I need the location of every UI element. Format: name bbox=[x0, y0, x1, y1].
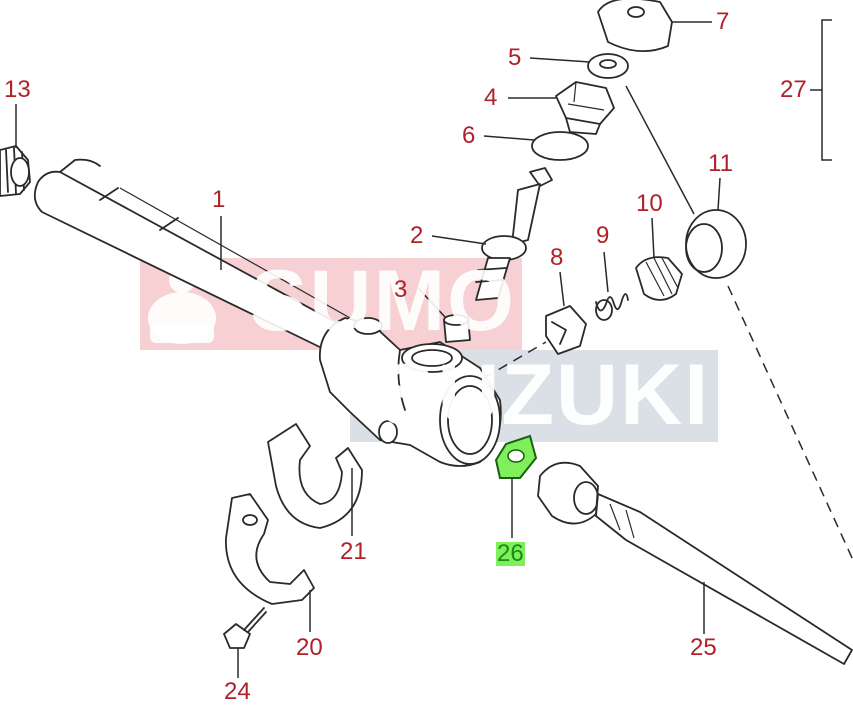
part-6-drawing bbox=[531, 131, 589, 161]
callout-3[interactable]: 3 bbox=[394, 276, 408, 303]
callout-20[interactable]: 20 bbox=[296, 634, 323, 661]
callout-27[interactable]: 27 bbox=[780, 76, 807, 103]
part-3-drawing bbox=[443, 314, 471, 343]
callout-24[interactable]: 24 bbox=[224, 678, 251, 705]
callout-25[interactable]: 25 bbox=[690, 634, 717, 661]
part-4-drawing bbox=[555, 81, 615, 135]
part-25-drawing bbox=[537, 461, 853, 665]
part-2-drawing bbox=[475, 167, 553, 301]
callout-5[interactable]: 5 bbox=[508, 44, 522, 71]
steering-gear-housing-drawing bbox=[319, 317, 502, 467]
callout-7[interactable]: 7 bbox=[716, 8, 730, 35]
part-1-drawing bbox=[33, 158, 351, 353]
part-26-drawing bbox=[494, 434, 538, 479]
callout-1[interactable]: 1 bbox=[212, 186, 226, 213]
part-13-drawing bbox=[0, 145, 31, 197]
callout-9[interactable]: 9 bbox=[596, 222, 610, 249]
callout-2[interactable]: 2 bbox=[410, 222, 424, 249]
callout-21[interactable]: 21 bbox=[340, 538, 367, 565]
callout-8[interactable]: 8 bbox=[550, 244, 564, 271]
leader-lines bbox=[15, 19, 853, 678]
part-8-drawing bbox=[545, 305, 587, 355]
part-10-drawing bbox=[635, 256, 683, 301]
part-9-drawing bbox=[595, 293, 629, 321]
part-24-drawing bbox=[223, 607, 267, 649]
part-20-drawing bbox=[225, 493, 315, 605]
callout-11[interactable]: 11 bbox=[708, 150, 733, 177]
part-7-drawing bbox=[597, 0, 673, 53]
part-21-drawing bbox=[267, 423, 363, 529]
part-5-drawing bbox=[587, 53, 629, 79]
part-11-drawing bbox=[685, 209, 747, 279]
callout-10[interactable]: 10 bbox=[636, 190, 663, 217]
callout-6[interactable]: 6 bbox=[462, 122, 476, 149]
sumo-watermark-text: SUMO bbox=[250, 253, 516, 349]
suzuki-watermark-text: SUZUKI bbox=[378, 347, 711, 443]
callout-4[interactable]: 4 bbox=[484, 84, 498, 111]
callout-13[interactable]: 13 bbox=[4, 76, 31, 103]
callout-26-highlighted[interactable]: 26 bbox=[496, 540, 525, 567]
